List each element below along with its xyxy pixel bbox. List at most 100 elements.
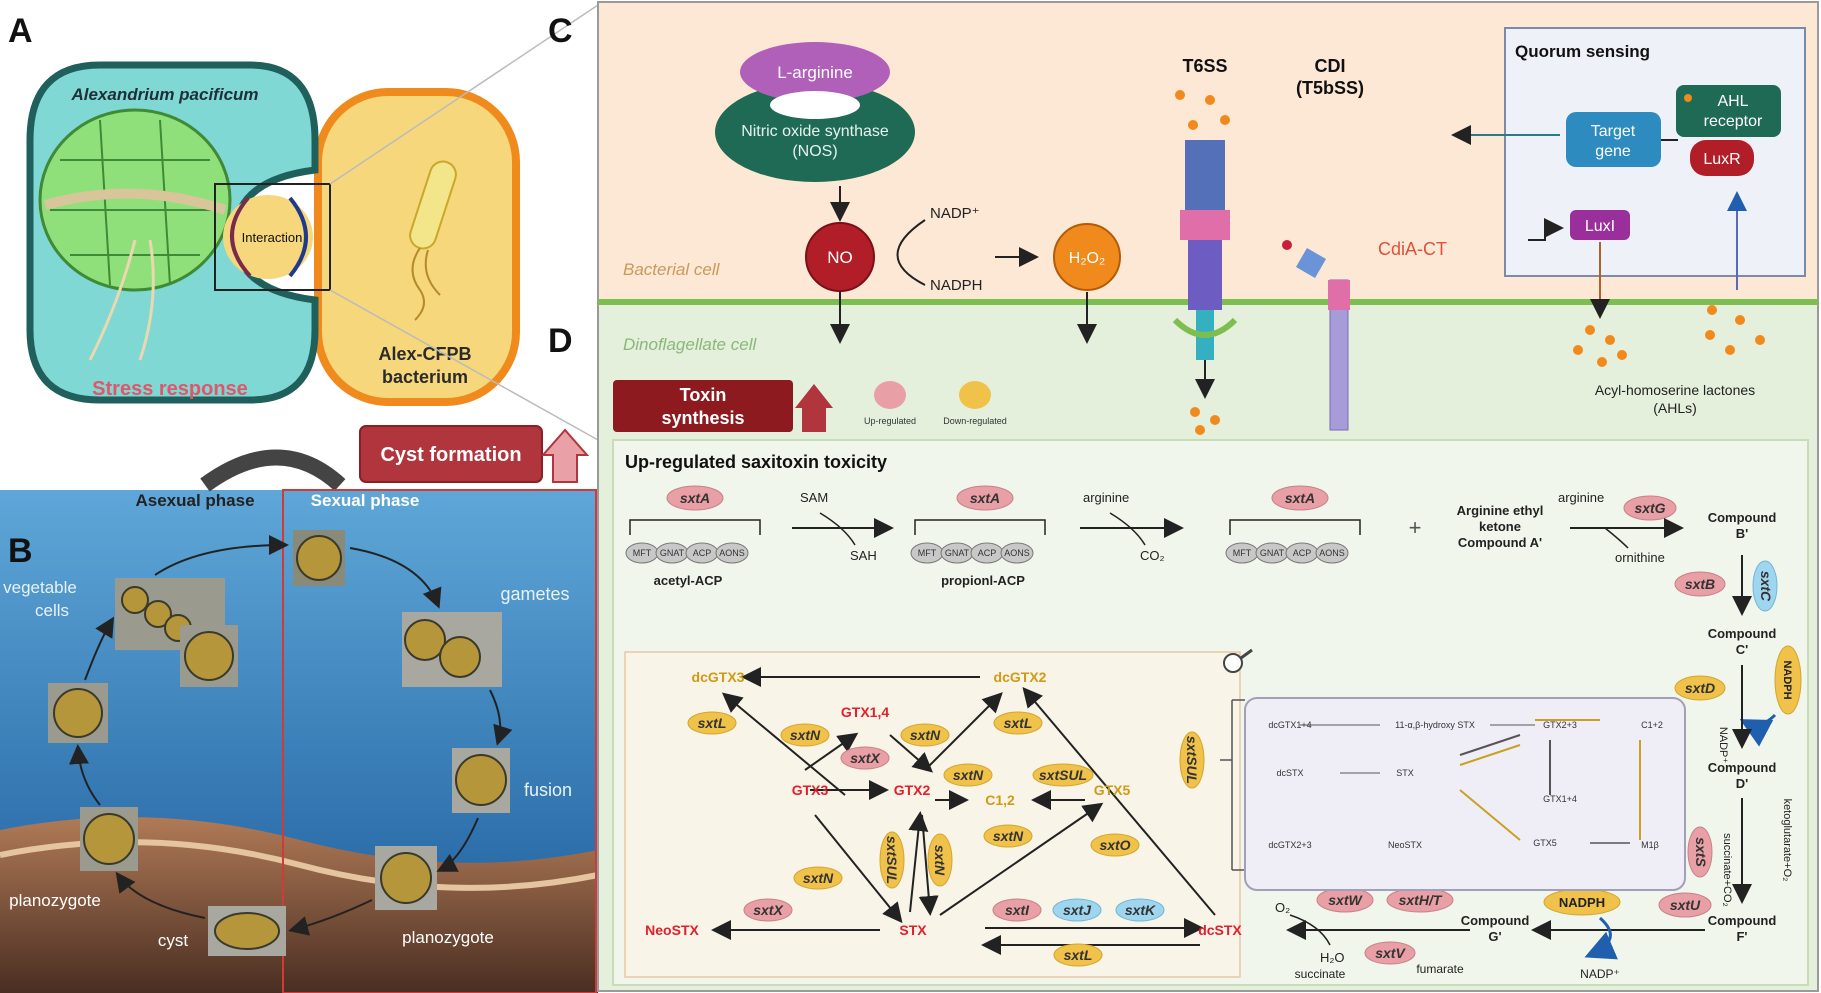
ahls-label-line1: Acyl-homoserine lactones	[1595, 382, 1755, 398]
stx-node: STX	[899, 922, 927, 938]
bacterial-cell-label: Bacterial cell	[623, 260, 721, 279]
nadph-v-label: NADPH	[1781, 660, 1793, 699]
compC-line1: Compound	[1708, 626, 1777, 641]
c12-node: C1,2	[985, 792, 1015, 808]
sxtA-module-1: sxtA MFT GNAT ACP AONS acetyl-ACP	[625, 485, 761, 588]
inset-bracket	[1220, 699, 1245, 871]
inset-gtx5: GTX5	[1533, 838, 1557, 848]
ahl-dot	[1684, 94, 1692, 102]
toxin-up-arrow	[795, 384, 833, 432]
legend-down-swatch	[959, 381, 991, 409]
fusion-label: fusion	[524, 780, 572, 800]
asexual-phase-label: Asexual phase	[135, 491, 254, 510]
panel-b-letter: B	[8, 532, 33, 570]
zoom-lines	[329, 4, 599, 441]
life-cycle-arrows	[69, 535, 513, 936]
sam-label: SAM	[800, 490, 828, 505]
nos-label-line2: (NOS)	[792, 143, 837, 160]
ahls-label-line2: (AHLs)	[1653, 400, 1697, 416]
compG-line1: Compound	[1461, 913, 1530, 928]
nos-enzyme	[715, 82, 915, 182]
vegetable-cells-line1: vegetable	[3, 578, 77, 597]
legend-up-swatch	[874, 381, 906, 409]
sexual-phase-box	[282, 489, 597, 993]
panel-d-letter: D	[548, 322, 573, 360]
domain-acp-3: ACP	[1293, 548, 1312, 558]
l-arginine-blob	[740, 42, 890, 102]
nadph-v-arrow	[1739, 713, 1777, 747]
luxi-label: LuxI	[1585, 218, 1615, 235]
toxin-synthesis-line1: Toxin	[680, 385, 727, 405]
sxtG-branch	[1604, 527, 1629, 549]
gtx3-node: GTX3	[792, 782, 829, 798]
toxin-synthesis-box	[613, 380, 793, 432]
inset-dcgtx14: dcGTX1+4	[1268, 720, 1311, 730]
bacterium-rod-icon	[409, 160, 457, 321]
succinate-label: succinate	[1295, 967, 1346, 981]
domain-gnat: GNAT	[660, 548, 685, 558]
inset-gtx14: GTX1+4	[1543, 794, 1577, 804]
planozygote-right-label: planozygote	[402, 928, 494, 947]
sxtN-pill-1: sxtN	[790, 727, 821, 743]
h2o2-circle	[1053, 223, 1121, 291]
inset-dcstx: dcSTX	[1276, 768, 1303, 778]
sxtSUL-pill-1: sxtSUL	[1039, 767, 1087, 783]
sxtD-pill	[1674, 675, 1726, 701]
sxtN-pill-6: sxtN	[803, 870, 834, 886]
no-circle	[805, 222, 875, 292]
ornithine-label: ornithine	[1615, 550, 1665, 565]
luxr-box	[1690, 140, 1754, 176]
ahl-receptor-line1: AHL	[1717, 93, 1748, 110]
algae-name: Alexandrium pacificum	[70, 85, 258, 104]
neostx-node: NeoSTX	[645, 922, 699, 938]
cdi-label-line1: CDI	[1315, 56, 1346, 76]
sxtA-module-2: sxtA MFT GNAT ACP AONS propionl-ACP	[910, 485, 1046, 588]
inset-gtx23: GTX2+3	[1543, 720, 1577, 730]
inset-c12: C1+2	[1641, 720, 1663, 730]
l-arginine-label: L-arginine	[777, 63, 853, 82]
cell-images	[48, 530, 510, 956]
inset-arrows	[1300, 719, 1641, 844]
network-gene-pills: sxtL sxtN sxtX sxtN sxtL sxtN sxtSUL sxt…	[687, 711, 1205, 967]
arginine-label: arginine	[1083, 490, 1129, 505]
interaction-label: Interaction	[242, 230, 303, 245]
interaction-box	[214, 183, 331, 291]
sxtC-pill	[1752, 560, 1778, 612]
sxtB-label: sxtB	[1685, 576, 1715, 592]
fumarate-label: fumarate	[1416, 962, 1464, 976]
gtx5-node: GTX5	[1094, 782, 1131, 798]
legend-down-label: Down-regulated	[943, 416, 1007, 426]
compG-line2: G'	[1488, 929, 1501, 944]
legend-up-label: Up-regulated	[864, 416, 916, 426]
dcstx-node: dcSTX	[1198, 922, 1242, 938]
o2-label: O₂	[1275, 900, 1290, 915]
h2o2-label: H₂O₂	[1069, 250, 1105, 267]
saxitoxin-title: Up-regulated saxitoxin toxicity	[625, 452, 887, 472]
sxtN-pill-3: sxtN	[953, 767, 984, 783]
sah-label: SAH	[850, 548, 877, 563]
arg-ethyl-line1: Arginine ethyl	[1457, 503, 1544, 518]
domain-acp: ACP	[693, 548, 712, 558]
stress-response-label: Stress response	[92, 378, 248, 400]
nadph-curve	[896, 219, 926, 286]
nadp-plus-label: NADP⁺	[930, 205, 980, 222]
sam-branch	[819, 512, 856, 546]
arg-ethyl-line3: Compound A'	[1458, 535, 1542, 550]
domain-aons-2: AONS	[1004, 548, 1030, 558]
sxtO-pill: sxtO	[1099, 837, 1130, 853]
sxtS-label: sxtS	[1693, 837, 1709, 867]
compD-line2: D'	[1736, 776, 1748, 791]
nadph2-label: NADPH	[1559, 895, 1605, 910]
sxtA-2: sxtA	[970, 490, 1000, 506]
plus-sign: +	[1409, 515, 1422, 540]
sxtB-pill	[1674, 571, 1726, 597]
arginine2-label: arginine	[1558, 490, 1604, 505]
inset-hydroxy: 11-α,β-hydroxy STX	[1395, 720, 1475, 730]
ahl-receptor-box	[1676, 85, 1781, 137]
domain-mft-2: MFT	[918, 548, 937, 558]
sxtL-pill-2: sxtL	[1004, 715, 1033, 731]
t6ss-label: T6SS	[1182, 56, 1227, 76]
domain-aons: AONS	[719, 548, 745, 558]
sxtSUL-pill-2: sxtSUL	[1184, 736, 1200, 784]
sxtN-pill-5: sxtN	[993, 828, 1024, 844]
